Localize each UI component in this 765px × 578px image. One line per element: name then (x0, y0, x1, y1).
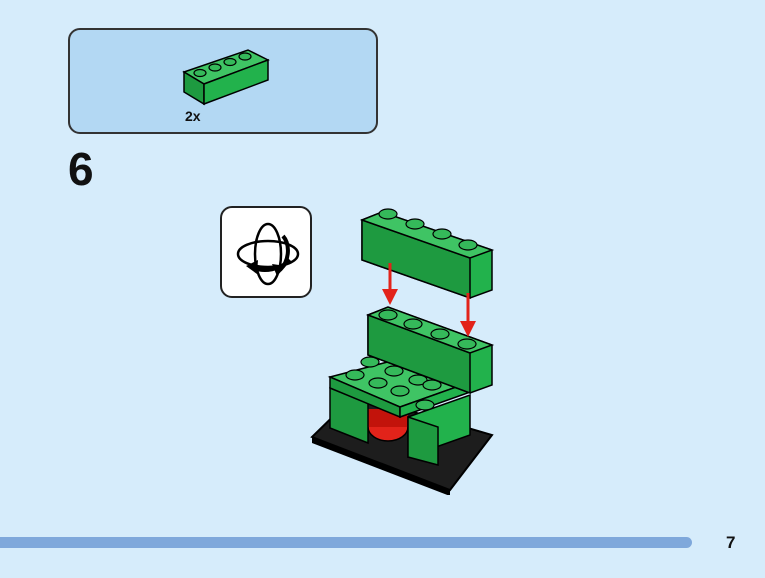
rotate-indicator (220, 206, 312, 298)
progress-bar (0, 537, 692, 548)
page-number: 7 (726, 533, 736, 552)
green-brick-1x4-icon (182, 49, 270, 106)
rotate-model-icon (236, 222, 300, 286)
parts-callout: 2x (68, 28, 378, 134)
assembly-illustration (310, 208, 495, 495)
step-number: 6 (68, 143, 94, 195)
part-quantity: 2x (185, 108, 201, 124)
